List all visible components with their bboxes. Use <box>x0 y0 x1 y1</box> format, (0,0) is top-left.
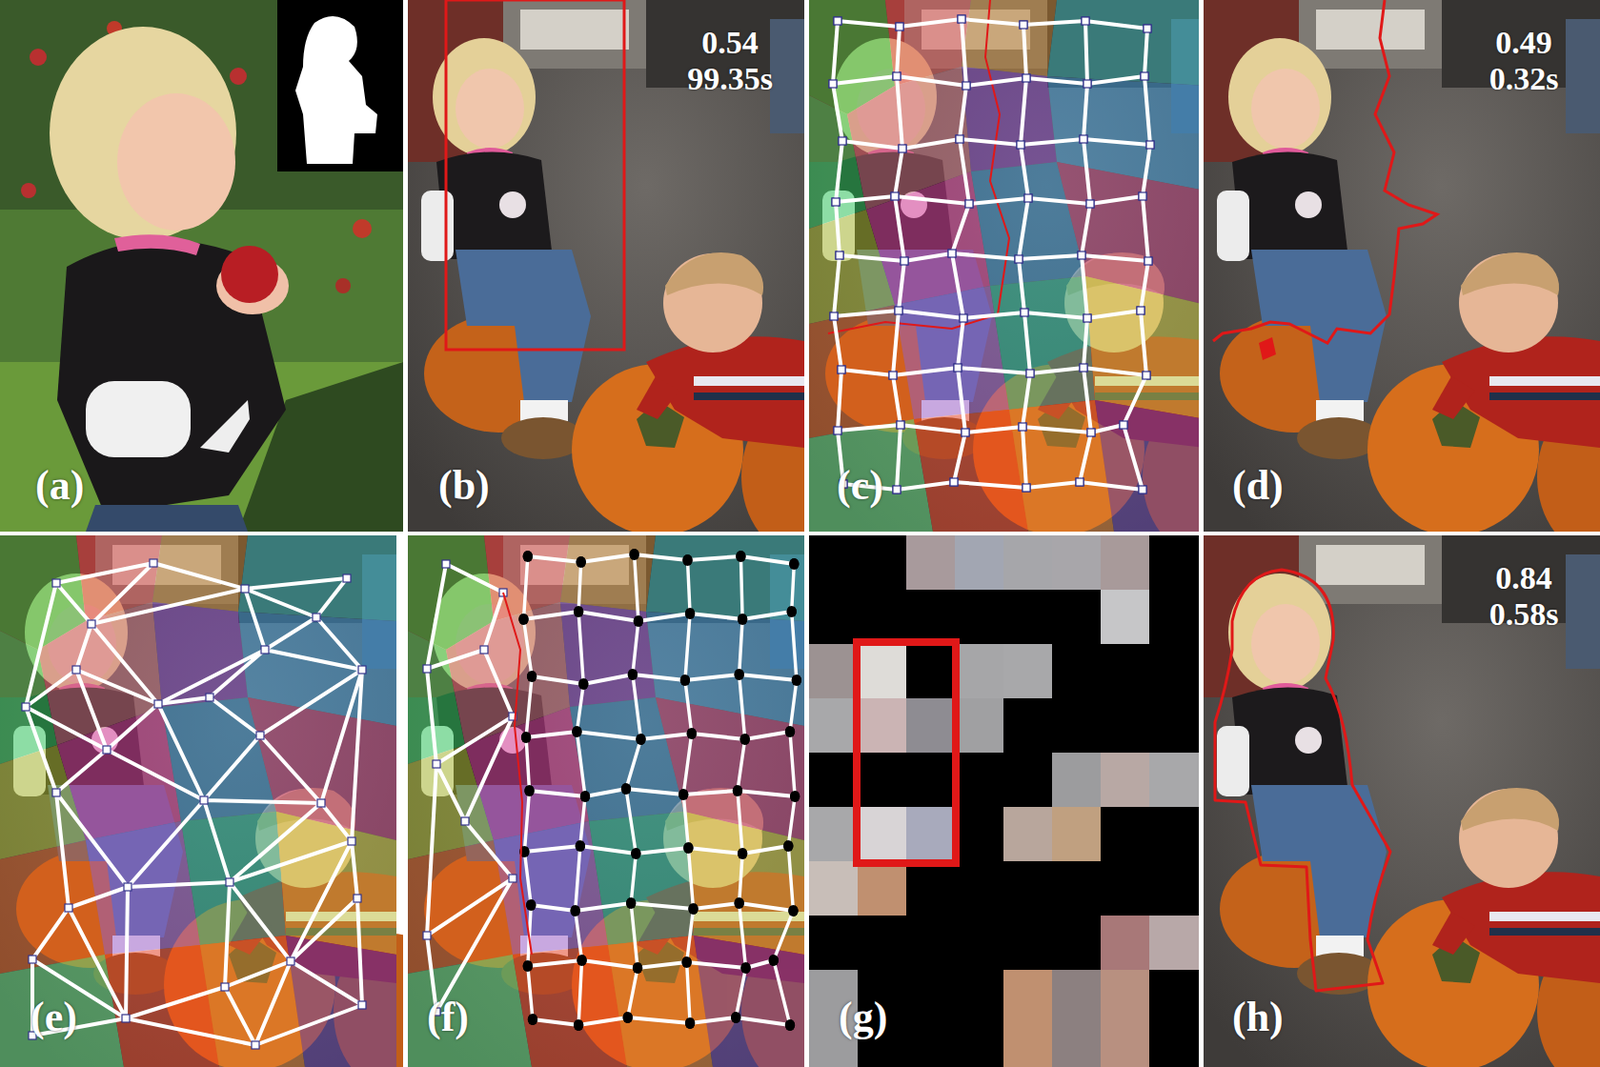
panel-label: (h) <box>1232 994 1284 1041</box>
panel-label: (d) <box>1232 463 1284 509</box>
panel-label: (c) <box>836 463 884 509</box>
score-text: 0.58s <box>1428 596 1600 632</box>
score-text: 0.84 <box>1428 560 1600 596</box>
score-text: 99.35s <box>634 60 826 97</box>
panel-label: (g) <box>838 994 888 1041</box>
score-text: 0.54 <box>634 24 826 61</box>
panel-label: (b) <box>438 463 490 509</box>
panel-label: (f) <box>426 994 469 1041</box>
score-text: 0.49 <box>1428 24 1600 61</box>
panel-label: (a) <box>35 463 84 509</box>
score-text: 0.32s <box>1428 60 1600 97</box>
panel-label: (e) <box>30 994 78 1041</box>
